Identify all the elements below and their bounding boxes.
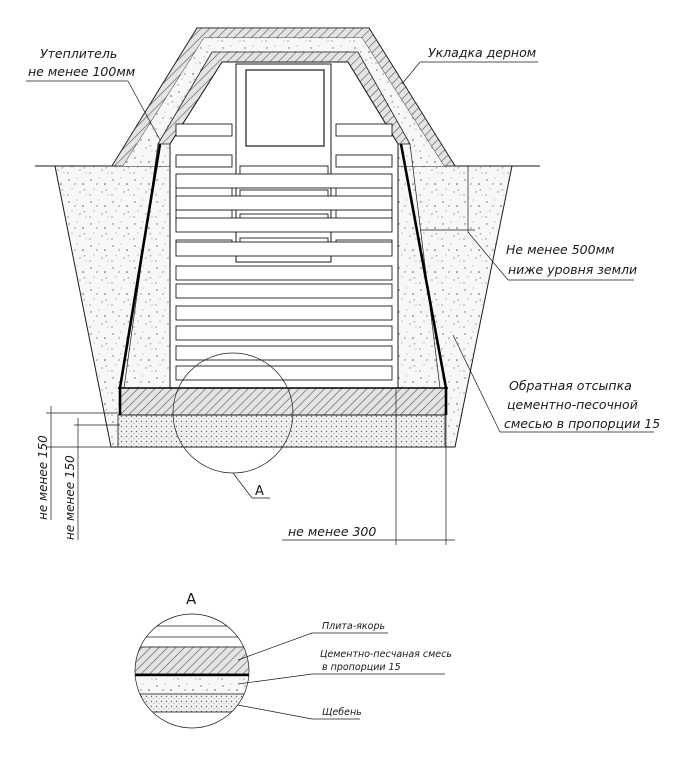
gravel-base-layer: [117, 414, 446, 448]
rib-full: [175, 241, 393, 257]
backfill-label-line3: смесью в пропорции 15: [504, 416, 660, 431]
detail-anchor-plate-label: Плита-якорь: [322, 621, 385, 632]
dimension-300-lines: [282, 388, 455, 545]
rib-left: [175, 154, 233, 168]
dim-150-right-label: не менее 150: [63, 455, 77, 540]
insulation-label-line2: не менее 100мм: [28, 64, 135, 79]
backfill-label-line2: цементно-песочной: [507, 397, 638, 412]
main-labels: Утеплитель не менее 100мм Укладка дерном…: [28, 45, 660, 540]
rib-full: [175, 217, 393, 233]
detail-circle-marker: [172, 352, 294, 499]
detail-gravel-label: Щебень: [322, 707, 362, 718]
rib-full: [175, 173, 393, 189]
turf-label: Укладка дерном: [428, 45, 536, 60]
backfill-label-line1: Обратная отсыпка: [509, 378, 632, 393]
leader-lines: [26, 61, 654, 433]
detail-mix-label-line1: Цементно-песчаная смесь: [320, 649, 452, 660]
dimension-500-lines: [420, 166, 634, 281]
depth-label-line2: ниже уровня земли: [508, 262, 637, 277]
rib-full: [175, 365, 393, 381]
backfill-boundary: [118, 143, 448, 415]
rib-full: [175, 283, 393, 299]
rib-left: [175, 123, 233, 137]
rib-right: [335, 154, 393, 168]
dimension-150-lines: [46, 406, 120, 540]
rib-full: [175, 195, 393, 211]
dim-150-left-label: не менее 150: [36, 435, 50, 520]
anchor-plate: [119, 387, 447, 416]
rib-full: [175, 325, 393, 341]
container-full-ribs: [175, 173, 393, 381]
detail-title: А: [186, 590, 197, 608]
rib-right: [335, 123, 393, 137]
detail-mix-label-line2: в пропорции 15: [322, 662, 401, 673]
detail-view-a: А Плита-якорь Цементно-песчаная смесь в …: [134, 590, 452, 729]
dim-300-label: не менее 300: [288, 524, 376, 539]
insulation-label-line1: Утеплитель: [40, 46, 117, 61]
rib-full: [175, 305, 393, 321]
section-marker-label: А: [255, 484, 264, 499]
rib-full: [175, 345, 393, 361]
rib-full: [175, 265, 393, 281]
depth-label-line1: Не менее 500мм: [506, 242, 614, 257]
